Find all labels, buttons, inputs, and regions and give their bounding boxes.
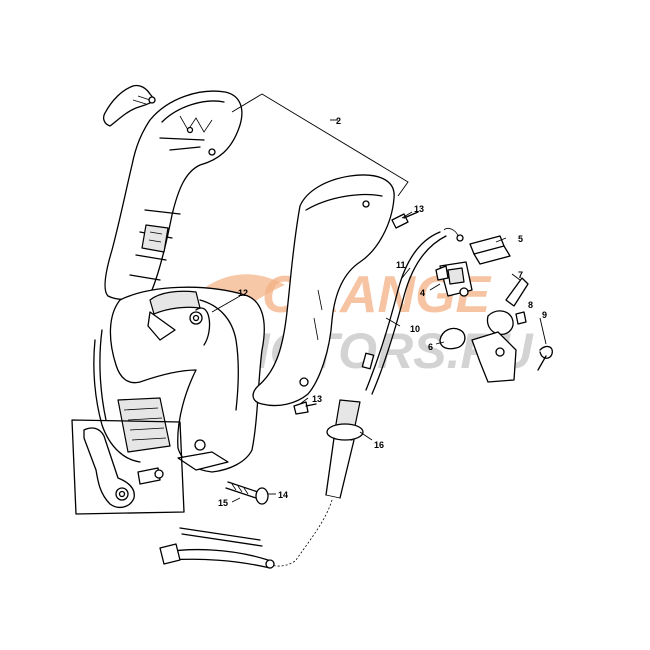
callout-12: 12 — [238, 288, 248, 298]
handle-housing-left — [104, 90, 243, 301]
front-handle-shroud — [93, 286, 265, 473]
callout-7: 7 — [518, 270, 523, 280]
throttle-cable — [269, 228, 464, 567]
callout-2: 2 — [336, 116, 341, 126]
bracket-line-2 — [231, 93, 409, 197]
callout-numbers: 2 13 5 11 7 12 4 8 9 10 6 13 16 14 15 — [218, 116, 547, 508]
handle-housing-right — [252, 174, 395, 407]
callout-6: 6 — [428, 342, 433, 352]
callout-8: 8 — [528, 300, 533, 310]
long-screw — [225, 481, 269, 505]
callout-9: 9 — [542, 310, 547, 320]
wiring-harness — [159, 527, 275, 569]
callout-10: 10 — [410, 324, 420, 334]
screw-lower — [293, 401, 317, 415]
callout-4: 4 — [420, 288, 425, 298]
switch-parts — [435, 235, 553, 383]
callout-13-lower: 13 — [312, 394, 322, 404]
callout-13-upper: 13 — [414, 204, 424, 214]
inset-detail-box — [71, 419, 185, 515]
callout-16: 16 — [374, 440, 384, 450]
throttle-trigger-part — [103, 84, 156, 127]
leader-lines — [211, 211, 547, 503]
callout-15: 15 — [218, 498, 228, 508]
callout-5: 5 — [518, 234, 523, 244]
screw-upper — [391, 211, 419, 229]
callout-14: 14 — [278, 490, 288, 500]
callout-11: 11 — [396, 260, 406, 270]
